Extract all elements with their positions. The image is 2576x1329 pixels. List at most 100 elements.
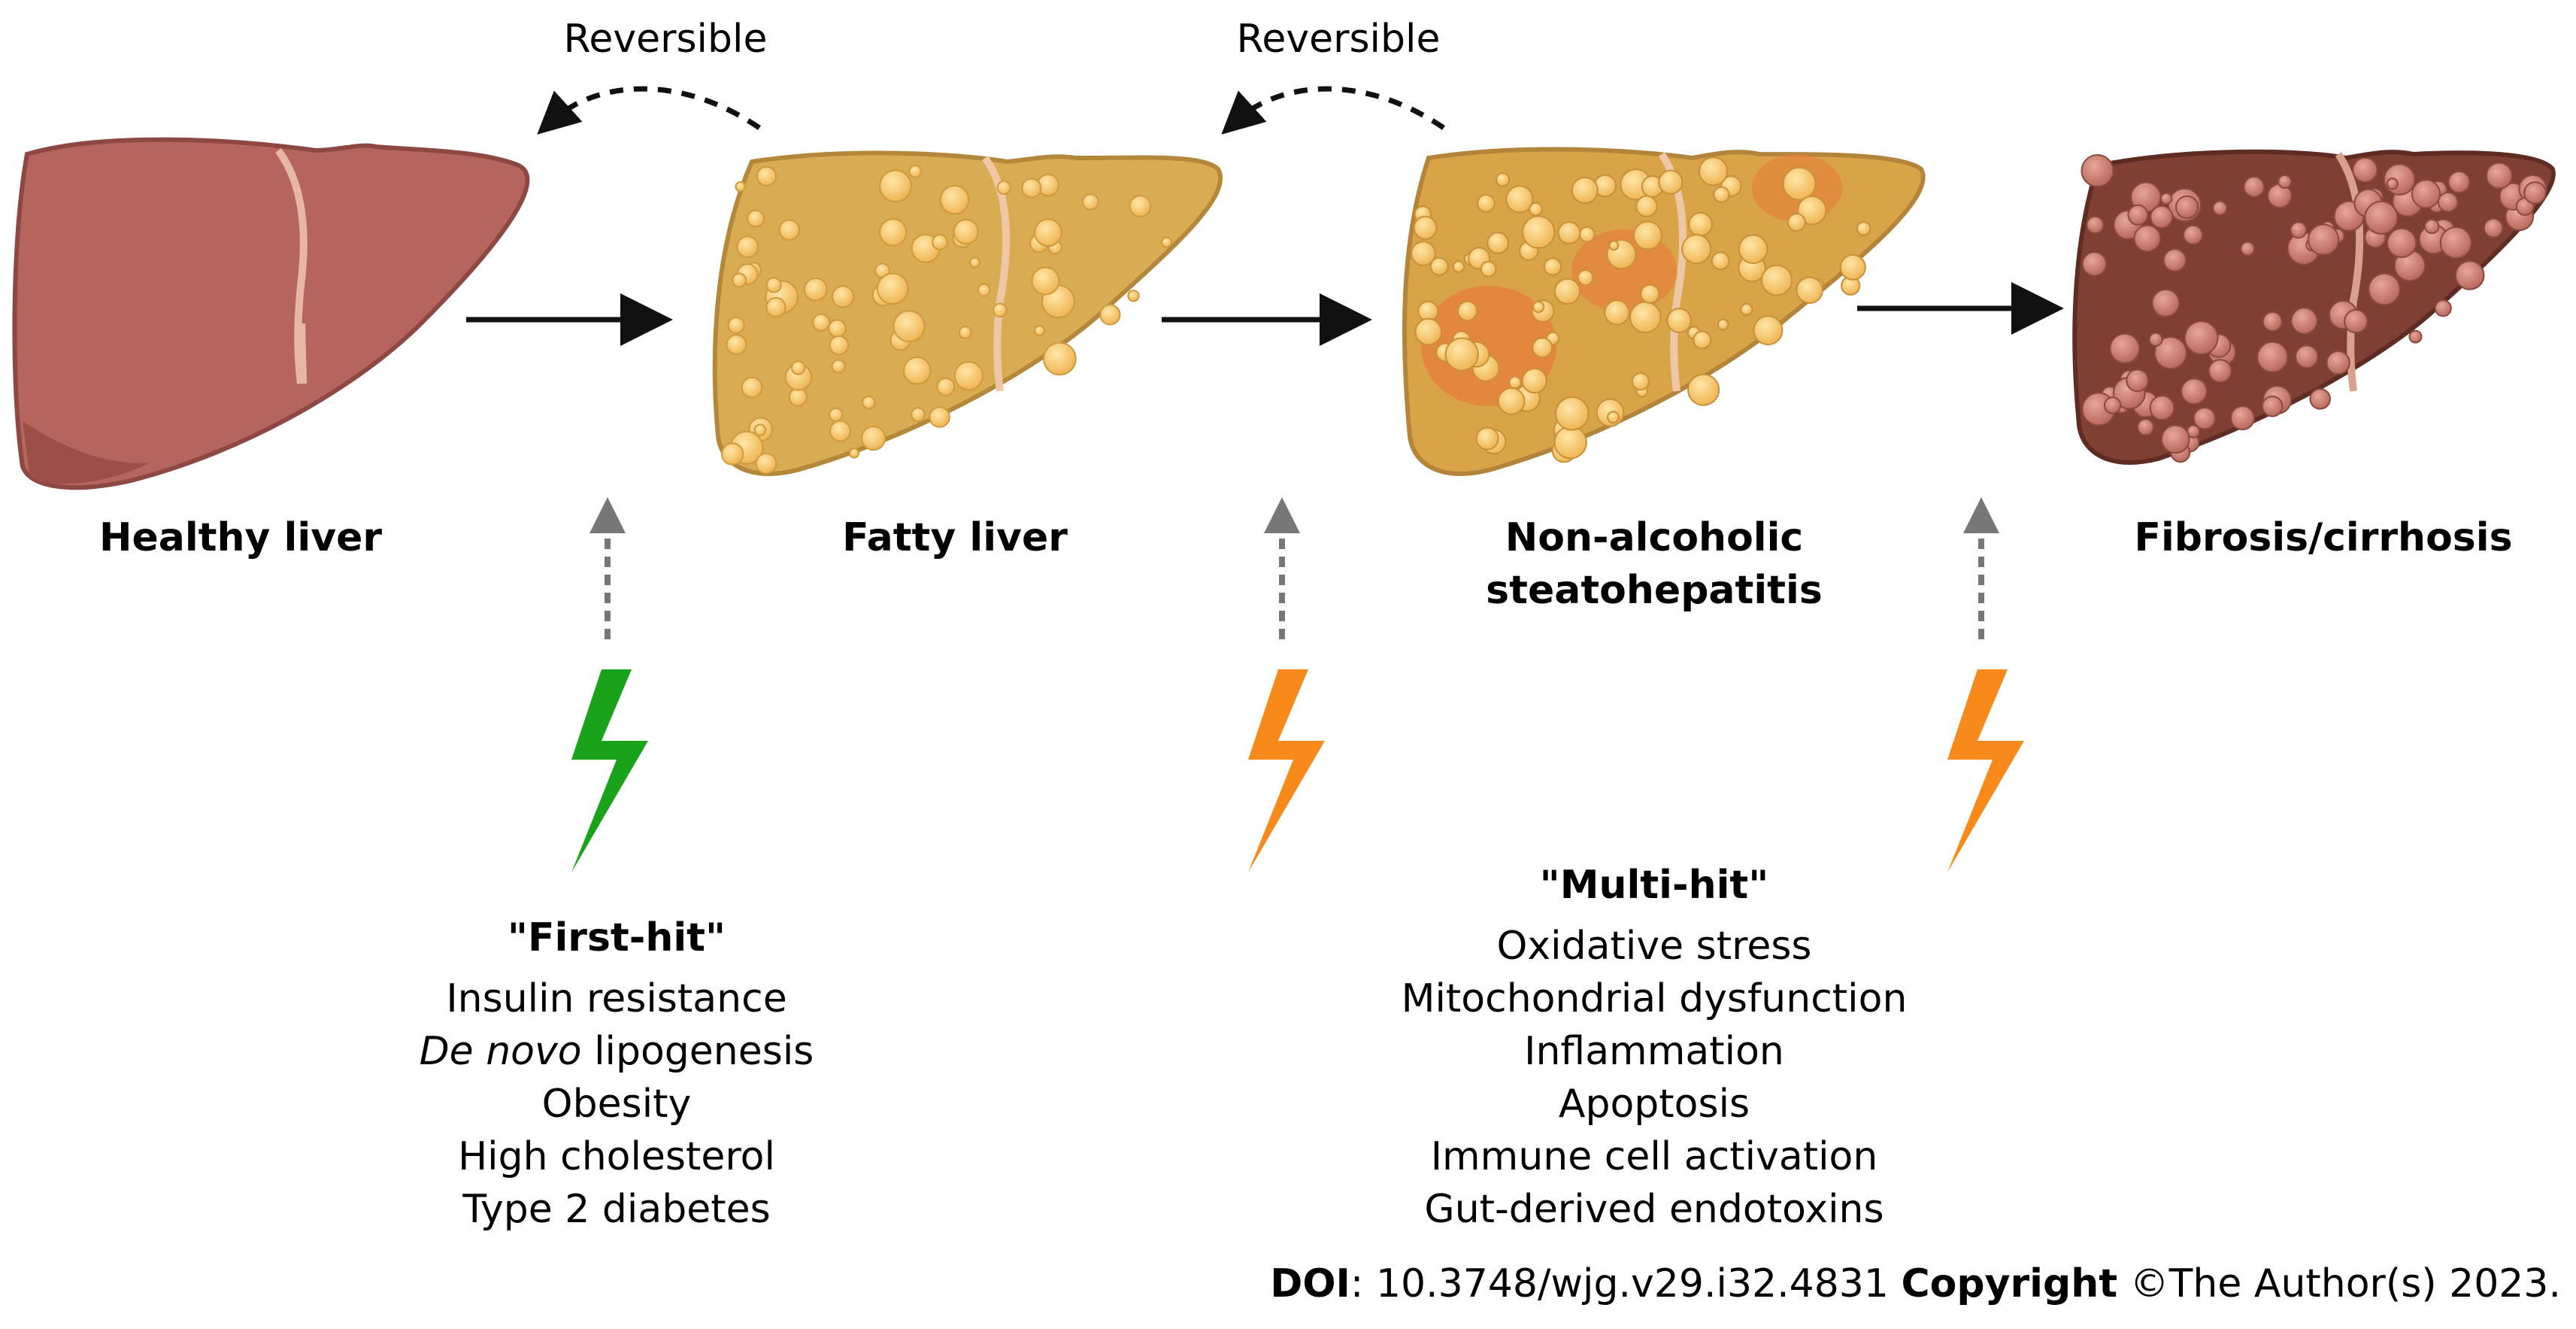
texture-dot [1629, 301, 1662, 334]
texture-dot [1505, 185, 1534, 214]
texture-dot [1099, 304, 1121, 326]
texture-dot [2230, 405, 2255, 431]
multi-hit-title: "Multi-hit" [1539, 863, 1769, 908]
texture-dot [2368, 272, 2401, 306]
texture-dot [1413, 215, 1438, 240]
texture-dot [1457, 300, 1478, 322]
first-hit-title: "First-hit" [507, 915, 726, 960]
texture-dot [1713, 186, 1730, 203]
texture-dot [876, 272, 909, 305]
texture-dot [958, 326, 972, 339]
texture-dot [812, 313, 831, 332]
texture-dot [2193, 407, 2217, 430]
texture-dot [893, 310, 926, 343]
first-hit-item-3: Obesity [541, 1082, 692, 1127]
texture-dot [1508, 375, 1522, 390]
texture-dot [741, 377, 763, 399]
reversible-label-1: Reversible [563, 17, 768, 62]
texture-dot [1034, 325, 1045, 337]
texture-dot [2175, 195, 2199, 219]
fatty-liver-icon [712, 150, 1223, 476]
texture-dot [936, 377, 956, 396]
stage-label-cirrhosis: Fibrosis/cirrhosis [2134, 515, 2513, 560]
texture-dot [1555, 396, 1590, 431]
multi-hit-item-4: Apoptosis [1558, 1082, 1750, 1127]
texture-dot [765, 297, 786, 318]
texture-dot [2309, 388, 2331, 410]
texture-dot [791, 360, 806, 375]
texture-dot [2439, 226, 2472, 259]
texture-dot [1571, 177, 1599, 204]
texture-dot [1529, 202, 1543, 217]
texture-dot [1787, 213, 1806, 232]
texture-dot [829, 335, 850, 356]
texture-dot [2424, 218, 2440, 235]
texture-dot [2208, 359, 2232, 384]
nash-liver-icon [1402, 147, 1926, 476]
texture-dot [1532, 300, 1545, 314]
texture-dot [2183, 224, 2204, 245]
texture-dot [1577, 269, 1594, 287]
texture-dot [1607, 411, 1620, 424]
first-hit-item-2-text: lipogenesis [594, 1029, 814, 1074]
first-hit-item-4: High cholesterol [458, 1134, 775, 1179]
reversible-label-2: Reversible [1236, 17, 1441, 62]
texture-dot [1480, 260, 1497, 278]
texture-dot [908, 164, 923, 178]
texture-dot [2159, 192, 2173, 205]
texture-dot [2181, 378, 2208, 405]
texture-dot [1796, 276, 1823, 304]
texture-dot [1127, 290, 1140, 302]
texture-dot [1681, 234, 1712, 265]
doi-label: DOI [1270, 1261, 1350, 1306]
texture-dot [721, 442, 744, 466]
texture-dot [1839, 253, 1866, 281]
texture-dot [1031, 266, 1060, 296]
texture-dot [1521, 368, 1547, 394]
texture-dot [1487, 232, 1509, 254]
texture-dot [932, 234, 948, 250]
texture-dot [993, 302, 1008, 318]
texture-dot [2447, 171, 2471, 193]
texture-dot [1557, 221, 1581, 244]
texture-dot [1761, 264, 1793, 296]
texture-dot [828, 319, 847, 338]
copyright-label: Copyright [1901, 1261, 2118, 1306]
multi-hit-item-5: Immune cell activation [1430, 1134, 1878, 1179]
texture-dot [1578, 226, 1596, 243]
texture-dot [778, 219, 801, 241]
texture-dot [829, 420, 851, 442]
texture-dot [2153, 336, 2187, 370]
multi-hit-item-2: Mitochondrial dysfunction [1401, 976, 1908, 1021]
texture-dot [804, 278, 828, 302]
texture-dot [1522, 215, 1556, 249]
texture-dot [1477, 194, 1496, 213]
texture-dot [788, 387, 808, 407]
texture-dot [2127, 204, 2149, 226]
texture-dot [1043, 341, 1077, 376]
texture-dot [929, 406, 950, 428]
texture-dot [1429, 256, 1449, 276]
texture-dot [2408, 329, 2423, 344]
texture-dot [2261, 396, 2284, 417]
texture-dot [1666, 308, 1693, 333]
texture-dot [861, 426, 886, 451]
first-hit-item-5: Type 2 diabetes [462, 1187, 771, 1232]
texture-dot [2485, 162, 2513, 190]
texture-dot [2162, 248, 2187, 272]
texture-dot [996, 180, 1011, 195]
texture-dot [1687, 373, 1720, 406]
copyright-value: ©The Author(s) 2023. [2117, 1261, 2561, 1306]
texture-dot [735, 181, 747, 193]
texture-dot [2160, 424, 2190, 454]
texture-dot [1688, 211, 1713, 237]
texture-dot [756, 165, 777, 187]
texture-dot [2438, 191, 2459, 213]
texture-dot [2137, 418, 2155, 436]
texture-dot [1543, 257, 1562, 276]
texture-dot [2240, 241, 2256, 256]
first-hit-item-2: De novo lipogenesis [376, 1025, 857, 1078]
texture-dot [2081, 251, 2108, 277]
texture-dot [1740, 302, 1753, 316]
